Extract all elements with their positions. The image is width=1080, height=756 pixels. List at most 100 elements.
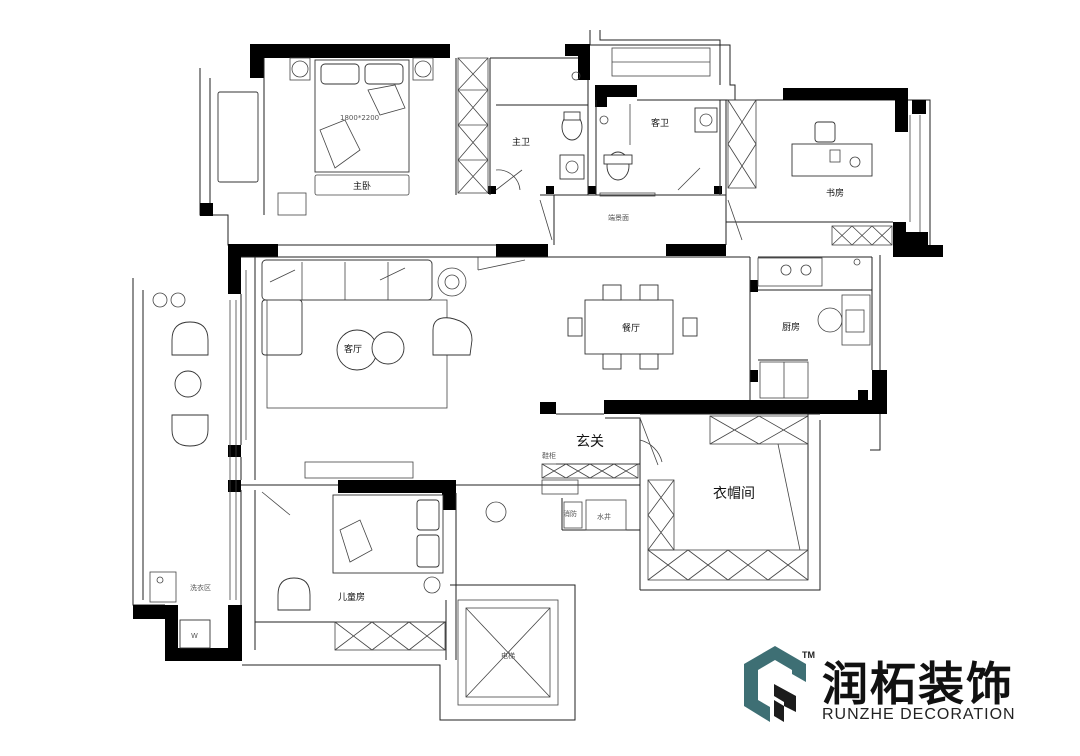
cloak-cabinet-bottom xyxy=(647,549,809,581)
child-cushion xyxy=(339,519,373,563)
nightstand-left xyxy=(289,57,311,81)
bed-pillow-right xyxy=(364,63,404,85)
fire-label: 消防 xyxy=(563,509,577,518)
guest-sink xyxy=(694,107,718,133)
view-wall-label: 端景面 xyxy=(608,213,629,222)
dining-room-label: 餐厅 xyxy=(622,322,640,334)
dining-room: 餐厅 xyxy=(567,284,698,370)
child-chair xyxy=(277,577,311,611)
kitchen: 厨房 xyxy=(757,257,871,399)
bed-cushion xyxy=(319,119,361,169)
stove-counter xyxy=(757,257,823,287)
master-bath-door xyxy=(495,169,523,191)
bed-cushion-2 xyxy=(367,84,406,116)
bedroom-chair xyxy=(277,192,307,216)
logo-name-cn: 润柘装饰 xyxy=(822,657,1014,711)
dining-chair-4 xyxy=(639,353,659,370)
dining-chair-2 xyxy=(639,284,659,301)
cloak-cabinet-left xyxy=(647,479,675,551)
fire-box xyxy=(563,501,583,529)
walls xyxy=(133,44,943,661)
balcony-chair-2 xyxy=(171,414,209,447)
balcony-table xyxy=(174,370,202,398)
study-cabinet xyxy=(831,225,893,246)
top-balcony xyxy=(539,47,743,241)
dining-table xyxy=(584,299,674,355)
laundry-label: 洗衣区 xyxy=(190,583,211,592)
foyer-label: 玄关 xyxy=(576,433,604,450)
washing-machine xyxy=(179,619,211,649)
dining-chair-3 xyxy=(602,353,622,370)
burner-2 xyxy=(800,264,812,276)
logo-mark-icon xyxy=(744,646,806,722)
cloak-cabinet-top xyxy=(709,415,809,445)
plant-1 xyxy=(152,292,168,308)
guest-shower xyxy=(599,115,609,125)
master-bedroom: 1800*2200 主卧 xyxy=(217,57,489,216)
kitchen-person xyxy=(817,307,843,333)
elevator-label: 电梯 xyxy=(501,651,515,660)
children-room-label: 儿童房 xyxy=(338,591,365,603)
child-lamp xyxy=(423,576,441,594)
logo-name-en: RUNZHE DECORATION xyxy=(822,706,1016,723)
guest-bath-label: 客卫 xyxy=(651,117,669,129)
washer-mark: W xyxy=(191,632,198,640)
coffee-table-small xyxy=(371,331,405,365)
shower-head xyxy=(571,71,581,81)
west-balcony: 洗衣区 W xyxy=(149,292,237,649)
laundry-sink xyxy=(149,571,177,603)
bed-pillow-left xyxy=(320,63,360,85)
guest-bath: 客卫 端景面 xyxy=(599,104,718,222)
tv-cabinet xyxy=(304,461,414,479)
kitchen-label: 厨房 xyxy=(782,321,800,333)
logo-trademark: TM xyxy=(802,650,815,660)
bedroom-bench xyxy=(314,174,410,196)
burner-1 xyxy=(780,264,792,276)
lounge-chair xyxy=(432,317,473,356)
dining-chair-1 xyxy=(602,284,622,301)
master-bedroom-label: 主卧 xyxy=(353,180,371,192)
sofa-chaise xyxy=(261,299,303,356)
cloakroom: 衣帽间 xyxy=(647,415,809,581)
master-bath: 主卫 xyxy=(495,71,585,191)
brand-logo: TM 润柘装饰 RUNZHE DECORATION xyxy=(740,644,1040,726)
dining-chair-6 xyxy=(682,317,698,337)
children-room: 儿童房 xyxy=(261,491,446,651)
study-label: 书房 xyxy=(826,187,844,199)
child-wardrobe xyxy=(334,621,446,651)
plant-2 xyxy=(170,292,186,308)
living-room-label: 客厅 xyxy=(344,343,362,355)
foyer: 玄关 鞋柜 消防 水井 xyxy=(485,417,663,531)
dining-chair-5 xyxy=(567,317,583,337)
study: 书房 xyxy=(727,99,921,246)
bedside-lamp-right xyxy=(414,60,432,78)
outline-lines xyxy=(132,30,931,721)
view-wall-bar xyxy=(599,192,656,197)
master-wardrobe xyxy=(457,57,489,194)
bed-size-label: 1800*2200 xyxy=(340,114,379,122)
master-sofa xyxy=(217,91,259,183)
elevator-shaft xyxy=(457,599,559,706)
study-desk xyxy=(791,143,873,177)
child-pillow-1 xyxy=(416,499,440,531)
study-chair xyxy=(814,121,836,143)
master-bath-label: 主卫 xyxy=(512,136,530,148)
living-room: 客厅 xyxy=(245,257,526,479)
side-table xyxy=(437,267,467,297)
study-bookshelf xyxy=(727,99,757,189)
child-pillow-2 xyxy=(416,534,440,568)
bedside-lamp-left xyxy=(291,60,309,78)
elevator: 电梯 xyxy=(457,599,559,706)
entry-person xyxy=(485,501,507,523)
shoe-cabinet xyxy=(541,463,639,479)
water-shaft-label: 水井 xyxy=(597,512,611,521)
sofa xyxy=(261,259,433,301)
nightstand-right xyxy=(412,57,434,81)
master-sink xyxy=(559,154,585,180)
cloakroom-label: 衣帽间 xyxy=(713,486,755,502)
shoe-cabinet-label: 鞋柜 xyxy=(542,451,556,460)
balcony-chair-1 xyxy=(171,321,209,356)
entry-bench xyxy=(541,479,579,495)
water-shaft xyxy=(585,499,627,531)
